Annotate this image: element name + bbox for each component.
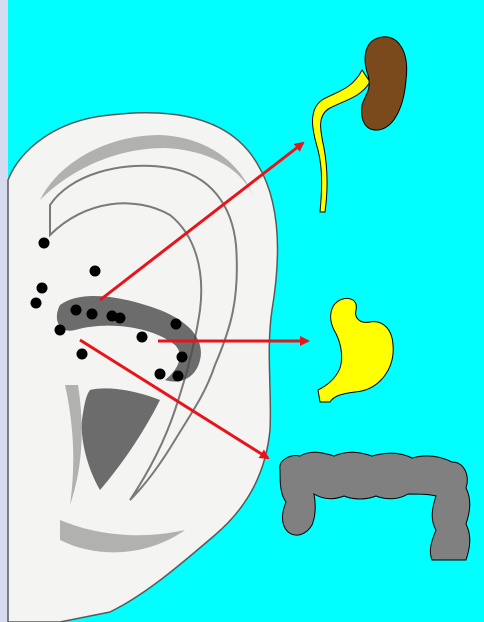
acupoint-dot [71,305,82,316]
acupoint-dot [39,238,50,249]
acupoint-dot [115,313,126,324]
acupoint-dot [137,332,148,343]
acupoint-dot [77,349,88,360]
acupoint-dot [37,283,48,294]
acupoint-dot [155,369,166,380]
acupoint-dot [31,298,42,309]
acupoint-dot [55,325,66,336]
acupoint-dot [87,309,98,320]
acupoint-dot [173,371,184,382]
acupoint-dot [90,266,101,277]
acupoint-dot [177,352,188,363]
acupoint-dot [171,319,182,330]
